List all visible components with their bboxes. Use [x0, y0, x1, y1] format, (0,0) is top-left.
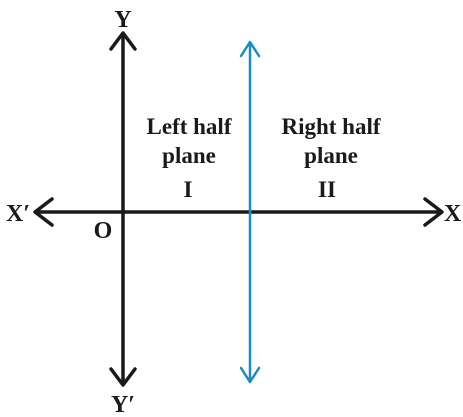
dividing-line-top-arrowhead [239, 40, 261, 58]
y-positive-label: Y [114, 7, 131, 33]
dividing-line-bottom-arrowhead [239, 366, 261, 384]
right-region-title-line2: plane [304, 143, 358, 168]
left-region-title-line1: Left half [147, 114, 232, 139]
y-axis-negative-arrowhead [109, 367, 137, 387]
y-axis-positive-arrowhead [109, 31, 137, 51]
left-region-numeral: I [184, 177, 193, 202]
right-region-title-line1: Right half [281, 114, 380, 139]
x-axis-negative-arrowhead [33, 197, 54, 227]
origin-label: O [94, 218, 113, 244]
right-region-numeral: II [318, 177, 336, 202]
left-region-title-line2: plane [162, 143, 216, 168]
x-negative-label: X′ [6, 201, 30, 227]
y-negative-label: Y′ [111, 392, 135, 417]
x-axis-positive-arrowhead [423, 197, 444, 227]
x-positive-label: X [444, 201, 462, 227]
